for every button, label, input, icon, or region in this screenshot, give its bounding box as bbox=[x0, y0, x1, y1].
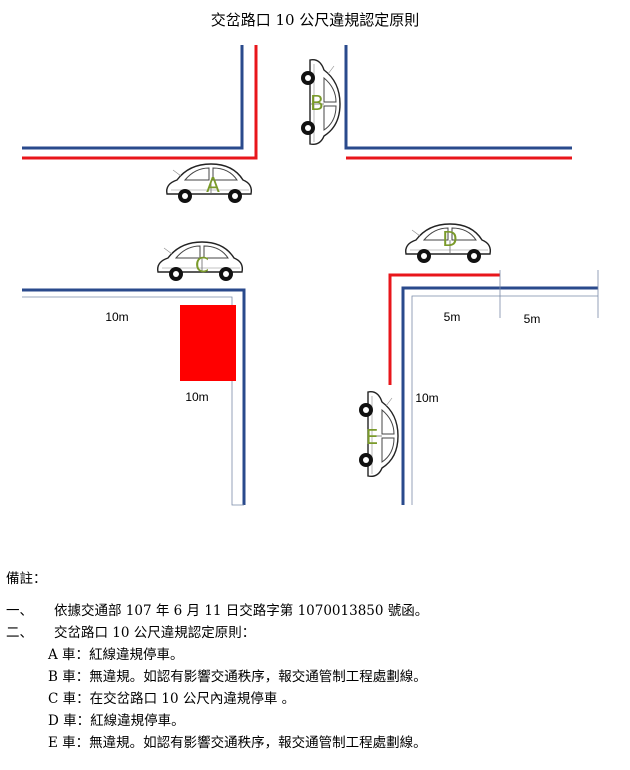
dim-label-right-vertical: 10m bbox=[415, 391, 438, 405]
intersection-diagram: 交岔路口 10 公尺違規認定原則 10m 10m 5m 5m 10m A B bbox=[22, 11, 599, 506]
note-item-1-marker: 一、 bbox=[6, 603, 33, 619]
top-right-corner-lines bbox=[344, 45, 572, 160]
car-d: D bbox=[405, 223, 492, 264]
dim-label-left-horizontal: 10m bbox=[105, 310, 128, 324]
top-left-corner-lines bbox=[22, 45, 258, 160]
car-a-label: A bbox=[206, 173, 220, 197]
bottom-left-corner-lines bbox=[22, 288, 246, 506]
dim-label-right-5m-second: 5m bbox=[524, 312, 541, 326]
car-b-label: B bbox=[310, 91, 324, 115]
no-parking-zone bbox=[180, 305, 236, 381]
diagram-title: 交岔路口 10 公尺違規認定原則 bbox=[211, 11, 420, 29]
rule-car-c: C 車：在交岔路口 10 公尺內違規停車 。 bbox=[48, 691, 296, 707]
car-c: C bbox=[157, 241, 244, 282]
rule-car-e: E 車：無違規。如認有影響交通秩序，報交通管制工程處劃線。 bbox=[48, 735, 427, 751]
bottom-right-corner-lines bbox=[388, 270, 599, 505]
car-e-label: E bbox=[366, 425, 379, 449]
dim-label-right-5m-first: 5m bbox=[444, 310, 461, 324]
car-c-label: C bbox=[195, 253, 209, 277]
note-item-2-text: 交岔路口 10 公尺違規認定原則： bbox=[54, 625, 256, 641]
rule-car-d: D 車：紅線違規停車。 bbox=[48, 713, 185, 729]
dim-label-left-vertical: 10m bbox=[185, 390, 208, 404]
note-item-2-marker: 二、 bbox=[6, 625, 33, 641]
notes-heading: 備註： bbox=[6, 571, 47, 587]
note-item-1-text: 依據交通部 107 年 6 月 11 日交路字第 1070013850 號函。 bbox=[54, 603, 429, 619]
rule-car-a: A 車：紅線違規停車。 bbox=[48, 647, 184, 663]
rule-car-b: B 車：無違規。如認有影響交通秩序，報交通管制工程處劃線。 bbox=[48, 669, 427, 685]
car-d-label: D bbox=[442, 227, 457, 251]
car-a: A bbox=[166, 163, 253, 204]
